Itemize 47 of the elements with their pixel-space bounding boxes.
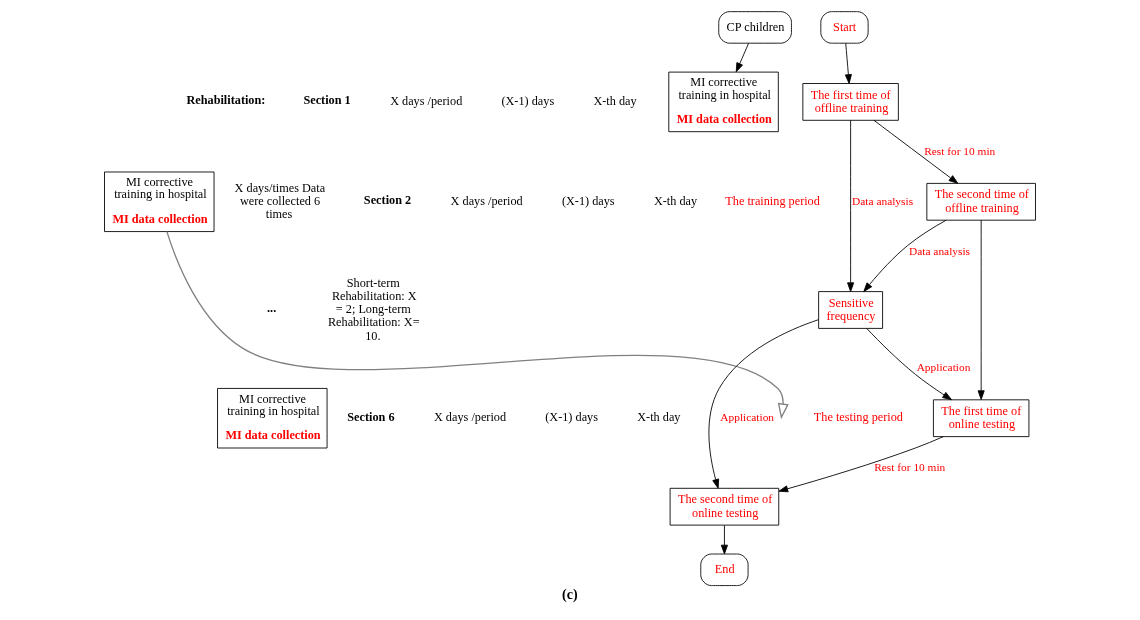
label: Section 2 bbox=[363, 193, 412, 208]
edge-label: Rest for 10 min bbox=[874, 461, 946, 474]
arrow bbox=[735, 42, 749, 73]
label: Section 6 bbox=[347, 409, 395, 424]
arrow bbox=[873, 119, 959, 184]
label: X days/times Data were collected 6 times bbox=[234, 180, 326, 222]
label: The testing period bbox=[813, 410, 903, 425]
arrow bbox=[720, 524, 728, 555]
label: X-th day bbox=[653, 194, 698, 209]
edge-label: Data analysis bbox=[852, 194, 914, 207]
node-box: CP children bbox=[718, 11, 792, 44]
edge-label: Application bbox=[916, 361, 971, 374]
node-box: End bbox=[700, 553, 749, 586]
arrow bbox=[708, 319, 819, 489]
arrow bbox=[844, 42, 852, 84]
label: (X-1) days bbox=[501, 94, 555, 109]
label: Short-term Rehabilitation: X = 2; Long-term Rehabilitation: X= 10. bbox=[327, 275, 420, 343]
label: X days /period bbox=[390, 94, 463, 109]
label: X-th day bbox=[637, 410, 681, 425]
node-box: MI corrective training in hospital MI data collection bbox=[217, 388, 328, 449]
node-box: MI corrective training in hospital MI data collection bbox=[104, 171, 215, 232]
caption: (c) bbox=[562, 587, 578, 603]
arrow bbox=[166, 231, 789, 420]
label: Section 1 bbox=[303, 93, 351, 108]
edge-label: Rest for 10 min bbox=[924, 144, 996, 157]
label: X days /period bbox=[433, 410, 507, 425]
edge-label: Data analysis bbox=[909, 244, 971, 257]
node-box: The first time of offline training bbox=[802, 83, 899, 121]
node-box: Sensitive frequency bbox=[818, 291, 884, 329]
node-box: Start bbox=[820, 11, 869, 44]
arrow bbox=[778, 436, 944, 493]
label: The training period bbox=[725, 194, 820, 209]
arrow bbox=[863, 219, 947, 292]
label: Rehabilitation: bbox=[186, 93, 266, 108]
arrow bbox=[866, 328, 952, 401]
node-box: The first time of online testing bbox=[932, 399, 1030, 438]
label: (X-1) days bbox=[545, 410, 598, 425]
node-box: The second time of offline training bbox=[926, 182, 1036, 221]
label: (X-1) days bbox=[561, 194, 615, 209]
label: X-th day bbox=[593, 94, 637, 109]
node-box: The second time of online testing bbox=[669, 487, 780, 526]
edge-label: Application bbox=[720, 411, 775, 424]
label: X days /period bbox=[450, 194, 523, 209]
arrow bbox=[847, 119, 855, 292]
node-box: MI corrective training in hospital MI data collection bbox=[668, 71, 779, 133]
arrow bbox=[977, 219, 985, 400]
label: ... bbox=[267, 301, 277, 316]
